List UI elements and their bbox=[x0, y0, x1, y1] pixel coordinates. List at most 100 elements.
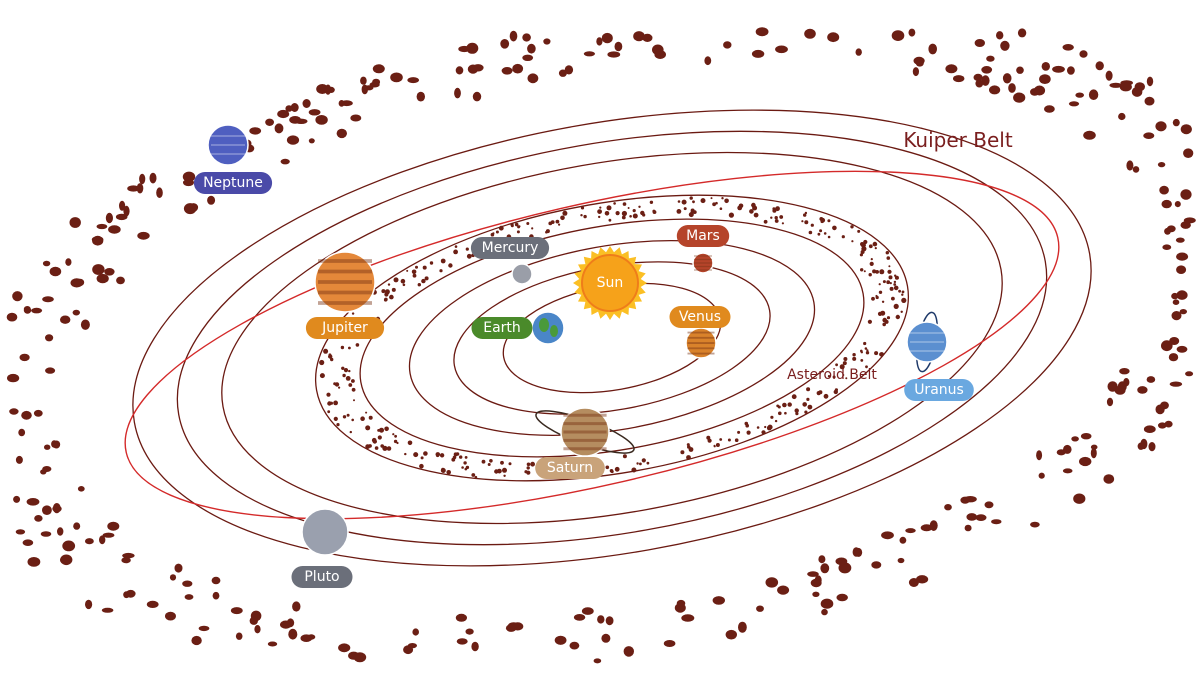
asteroid-dot bbox=[807, 404, 813, 410]
kuiper-belt-dot bbox=[1155, 121, 1167, 132]
asteroid-dot bbox=[680, 450, 685, 455]
kuiper-belt-dot bbox=[407, 643, 417, 649]
asteroid-dot bbox=[389, 296, 393, 299]
asteroid-dot bbox=[413, 452, 419, 458]
kuiper-belt-dot bbox=[871, 561, 882, 569]
asteroid-dot bbox=[870, 258, 873, 261]
kuiper-belt-dot bbox=[1036, 450, 1043, 461]
kuiper-belt-dot bbox=[1161, 199, 1172, 209]
kuiper-belt-dot bbox=[92, 264, 105, 275]
kuiper-belt-dot bbox=[1172, 299, 1180, 306]
asteroid-dot bbox=[860, 268, 864, 272]
asteroid-dot bbox=[676, 209, 682, 214]
planet-neptune: Neptune bbox=[193, 124, 273, 194]
kuiper-belt-dot bbox=[300, 634, 313, 642]
kuiper-belt-dot bbox=[1158, 422, 1167, 429]
kuiper-belt-dot bbox=[458, 45, 471, 53]
asteroid-dot bbox=[872, 269, 877, 274]
kuiper-belt-dot bbox=[1039, 74, 1051, 84]
kuiper-belt-dot bbox=[1164, 227, 1171, 235]
asteroid-dot bbox=[737, 205, 743, 211]
sun-label: Sun bbox=[597, 275, 624, 291]
asteroid-dot bbox=[319, 359, 325, 366]
kuiper-belt-dot bbox=[509, 30, 518, 42]
kuiper-belt-dot bbox=[1171, 292, 1179, 300]
asteroid-dot bbox=[365, 444, 371, 449]
kuiper-belt-dot bbox=[1148, 442, 1156, 452]
planets: SunMercuryVenusEarthMarsJupiterSaturnUra… bbox=[193, 124, 974, 588]
kuiper-belt-dot bbox=[198, 625, 210, 632]
asteroid-dot bbox=[640, 210, 645, 216]
kuiper-belt-dot bbox=[945, 64, 958, 74]
kuiper-belt-dot bbox=[249, 616, 258, 625]
asteroid-dot bbox=[827, 375, 831, 378]
asteroid-dot bbox=[526, 462, 531, 467]
kuiper-belt-dot bbox=[1103, 474, 1115, 484]
asteroid-belt-dots bbox=[319, 196, 907, 479]
asteroid-dot bbox=[878, 290, 883, 294]
kuiper-belt-dot bbox=[42, 505, 52, 515]
kuiper-belt-dot bbox=[121, 557, 131, 564]
asteroid-dot bbox=[605, 465, 610, 470]
kuiper-belt-dot bbox=[156, 187, 163, 198]
kuiper-belt-dot bbox=[981, 75, 990, 86]
kuiper-belt-dot bbox=[315, 115, 328, 125]
kuiper-belt-dot bbox=[1164, 420, 1173, 428]
asteroid-dot bbox=[787, 402, 792, 407]
kuiper-belt-dot bbox=[33, 409, 43, 417]
asteroid-dot bbox=[677, 200, 681, 203]
kuiper-belt-dot bbox=[302, 99, 311, 108]
kuiper-belt-dot bbox=[522, 54, 534, 61]
neptune-label: Neptune bbox=[203, 175, 263, 191]
asteroid-dot bbox=[615, 211, 620, 216]
kuiper-belt-dot bbox=[123, 205, 130, 217]
asteroid-dot bbox=[327, 410, 331, 414]
asteroid-dot bbox=[598, 215, 601, 219]
asteroid-dot bbox=[510, 224, 514, 228]
kuiper-belt-dot bbox=[810, 578, 822, 588]
asteroid-dot bbox=[874, 247, 877, 250]
kuiper-belt-dot bbox=[467, 64, 479, 74]
kuiper-belt-dot bbox=[149, 172, 157, 184]
kuiper-belt-dot bbox=[289, 116, 301, 124]
kuiper-belt-dot bbox=[501, 67, 513, 75]
kuiper-belt-dot bbox=[1126, 160, 1134, 171]
kuiper-belt-dot bbox=[836, 593, 848, 602]
asteroid-dot bbox=[583, 214, 587, 219]
kuiper-belt-dot bbox=[1079, 456, 1092, 467]
saturn-icon bbox=[560, 407, 610, 457]
asteroid-dot bbox=[881, 300, 885, 303]
earth-label: Earth bbox=[483, 320, 521, 336]
orbit-ring bbox=[221, 151, 1003, 525]
asteroid-dot bbox=[495, 230, 499, 234]
kuiper-belt-dot bbox=[738, 621, 747, 633]
asteroid-dot bbox=[875, 295, 879, 300]
kuiper-belt-dot bbox=[593, 658, 602, 664]
kuiper-belt-dot bbox=[107, 521, 120, 531]
kuiper-belt-dot bbox=[981, 66, 993, 74]
asteroid-dot bbox=[715, 443, 720, 447]
asteroid-dot bbox=[621, 215, 626, 220]
mars-label: Mars bbox=[686, 228, 720, 244]
kuiper-belt-dot bbox=[1071, 436, 1079, 442]
kuiper-belt-dot bbox=[1118, 112, 1126, 121]
asteroid-dot bbox=[610, 470, 614, 474]
asteroid-dot bbox=[423, 451, 428, 456]
asteroid-dot bbox=[454, 245, 458, 248]
planet-jupiter: Jupiter bbox=[305, 251, 385, 339]
kuiper-belt-dot bbox=[905, 528, 916, 534]
asteroid-dot bbox=[439, 453, 445, 458]
asteroid-dot bbox=[606, 205, 612, 211]
kuiper-belt-dot bbox=[838, 562, 852, 574]
asteroid-dot bbox=[818, 390, 823, 395]
kuiper-belt-dot bbox=[855, 48, 862, 56]
earth-label-badge bbox=[471, 317, 533, 339]
kuiper-belt-dot bbox=[52, 505, 62, 513]
asteroid-dot bbox=[746, 430, 751, 435]
asteroid-dot bbox=[827, 235, 831, 239]
kuiper-belt-dot bbox=[897, 557, 905, 564]
kuiper-belt-dot bbox=[1119, 368, 1130, 375]
kuiper-belt-dot bbox=[597, 615, 605, 624]
asteroid-dot bbox=[886, 280, 891, 285]
